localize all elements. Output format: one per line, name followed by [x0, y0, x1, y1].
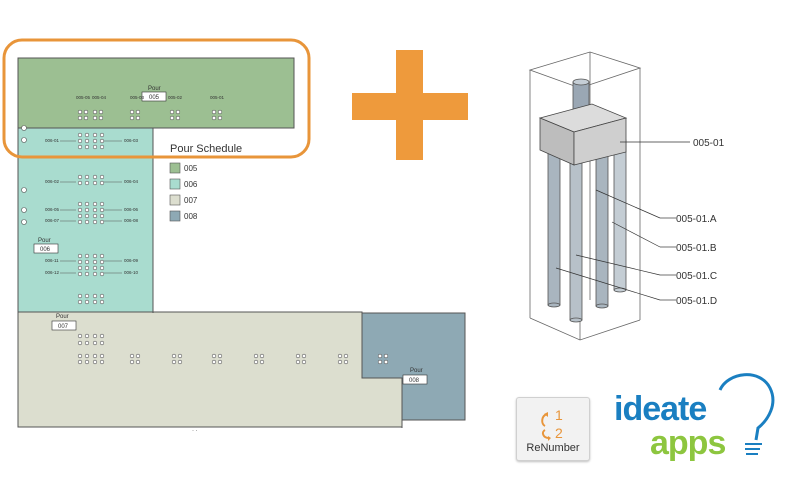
svg-text:006: 006 [40, 247, 51, 253]
label-005-01-c: 005-01.C [676, 271, 717, 282]
svg-text:006-03: 006-03 [124, 138, 139, 143]
legend-swatch-007 [169, 194, 181, 206]
svg-text:006: 006 [184, 180, 198, 189]
renumber-app-card[interactable]: 1 2 ReNumber [516, 397, 590, 461]
pour-tag-005: Pour 005 [141, 86, 167, 102]
brand-word-ideate: ideate [614, 390, 706, 428]
legend-title: Pour Schedule [170, 143, 242, 155]
pour-tag-008: Pour 008 [402, 368, 428, 385]
svg-text:Pour: Pour [56, 314, 69, 320]
tags-005: 005-05 005-04 005-03 005-02 005-01 [76, 95, 225, 100]
svg-text:005: 005 [184, 164, 198, 173]
legend-swatch-005 [169, 162, 181, 174]
pour-tag-id: 005 [149, 95, 160, 101]
svg-text:006-10: 006-10 [124, 270, 139, 275]
floor-plan: · · Pour 005 005-05 005-04 005-03 005-02… [2, 38, 466, 434]
tag-005-04: 005-04 [92, 95, 107, 100]
tag-005-01: 005-01 [210, 95, 225, 100]
svg-text:1: 1 [555, 407, 563, 423]
svg-text:006-11: 006-11 [45, 258, 59, 263]
tag-005-05: 005-05 [76, 95, 91, 100]
svg-text:Pour: Pour [410, 368, 423, 374]
pour-tag-label: Pour [148, 86, 161, 92]
svg-text:006-05: 006-05 [45, 207, 60, 212]
piles-005 [77, 109, 223, 121]
renumber-icon: 1 2 [541, 407, 563, 441]
leader-lines [555, 141, 690, 301]
label-005-01: 005-01 [693, 138, 725, 149]
tag-005-02: 005-02 [168, 95, 183, 100]
svg-text:006-12: 006-12 [45, 270, 60, 275]
svg-text:2: 2 [555, 425, 563, 441]
svg-text:006-02: 006-02 [45, 179, 60, 184]
ideate-apps-logo: ideate apps [614, 373, 775, 462]
svg-text:Pour: Pour [38, 238, 51, 244]
zone-006 [17, 127, 154, 313]
pile-cap-model [528, 51, 690, 341]
svg-text:006-09: 006-09 [124, 258, 139, 263]
piles-006 [77, 132, 105, 277]
svg-text:006-08: 006-08 [124, 218, 139, 223]
tag-005-03: 005-03 [130, 95, 145, 100]
renumber-label: ReNumber [526, 442, 580, 454]
highlight-box [2, 38, 311, 159]
svg-text:006-04: 006-04 [124, 179, 139, 184]
label-005-01-b: 005-01.B [676, 243, 717, 254]
label-005-01-a: 005-01.A [676, 214, 717, 225]
model-labels: 005-01 005-01.A 005-01.B 005-01.C 005-01… [676, 138, 725, 307]
brand-word-apps: apps [650, 424, 725, 462]
svg-text:006-06: 006-06 [124, 207, 139, 212]
pile-cap-block [538, 103, 628, 166]
edge-markers [21, 125, 27, 225]
svg-text:008: 008 [409, 378, 420, 384]
svg-text:007: 007 [184, 196, 198, 205]
svg-text:· ·: · · [192, 428, 198, 434]
svg-text:007: 007 [58, 324, 69, 330]
piles-007 [77, 293, 389, 365]
plus-icon [352, 50, 468, 160]
svg-text:006-01: 006-01 [45, 138, 60, 143]
legend-swatch-006 [169, 178, 181, 190]
pour-schedule-legend: Pour Schedule 005 006 007 008 [169, 143, 242, 222]
legend-swatch-008 [169, 210, 181, 222]
label-005-01-d: 005-01.D [676, 296, 717, 307]
pour-tag-006: Pour 006 [33, 238, 59, 254]
pour-tag-007: Pour 007 [51, 314, 77, 331]
lightbulb-icon [718, 373, 775, 441]
svg-text:008: 008 [184, 212, 198, 221]
piles-3d [547, 139, 627, 323]
tags-006: 006-01 006-03 006-02 006-04 006-05 006-0… [45, 138, 139, 275]
svg-text:006-07: 006-07 [45, 218, 60, 223]
